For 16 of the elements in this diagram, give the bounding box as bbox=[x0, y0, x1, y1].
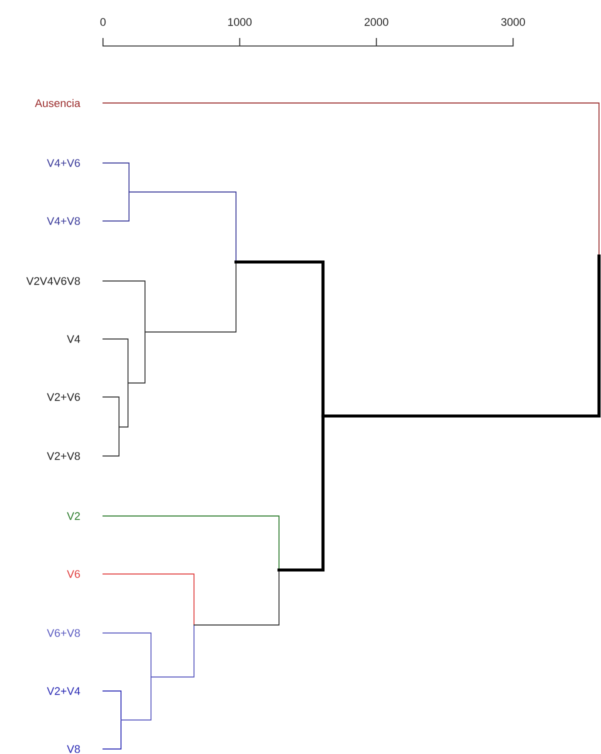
tick-label: 2000 bbox=[364, 18, 388, 26]
leaf-label: Ausencia bbox=[34, 98, 80, 108]
tick-label: 1000 bbox=[228, 18, 252, 26]
leaf-label: V4+V6 bbox=[46, 159, 80, 167]
leaf-label: V6+V8 bbox=[46, 629, 80, 637]
leaf-label: V2+V4 bbox=[46, 687, 80, 695]
leaf-label: V4+V8 bbox=[46, 217, 80, 225]
leaf-label: V8 bbox=[66, 745, 80, 753]
tick-label: 3000 bbox=[501, 18, 525, 26]
leaf-label: V2+V6 bbox=[46, 393, 80, 401]
leaf-label: V2V4V6V8 bbox=[26, 277, 80, 285]
leaf-label: V6 bbox=[66, 570, 80, 578]
leaf-label: V4 bbox=[66, 335, 80, 343]
leaf-label: V2 bbox=[66, 512, 80, 520]
tick-label: 0 bbox=[100, 18, 106, 26]
leaf-label: V2+V8 bbox=[46, 452, 80, 460]
